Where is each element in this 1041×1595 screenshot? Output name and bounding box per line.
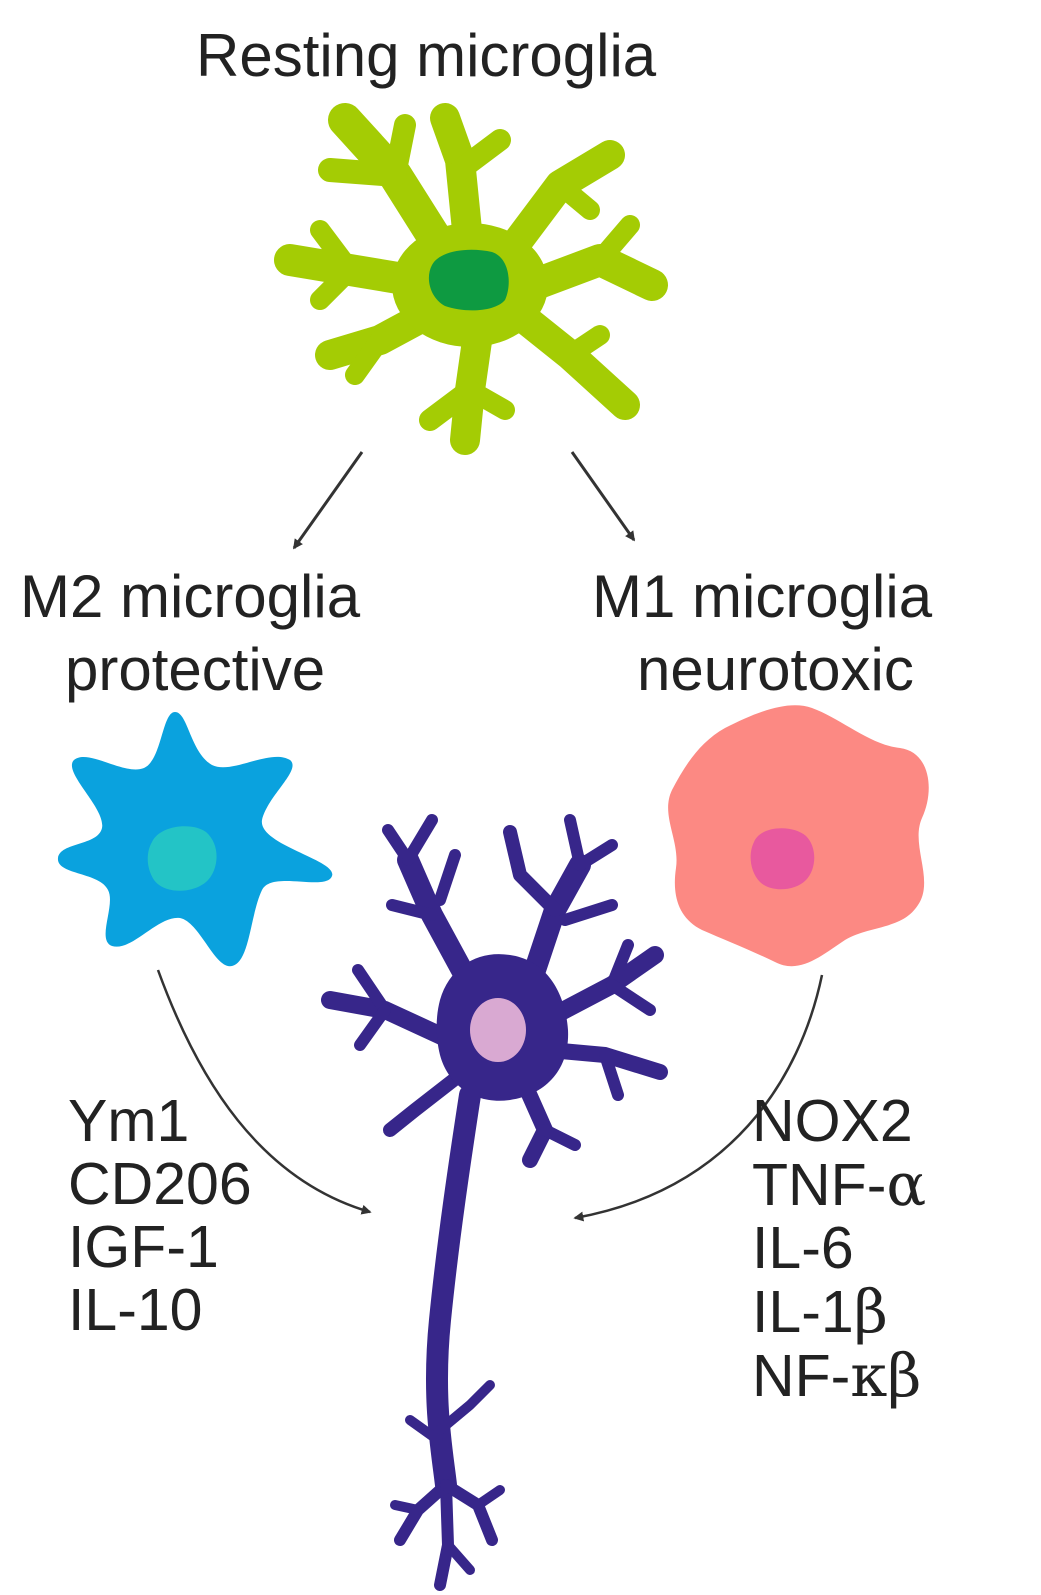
- m2-marker: Ym1: [68, 1088, 190, 1154]
- m1-marker: TNF-α: [752, 1150, 927, 1219]
- arrow-m2-to-neuron: [156, 969, 372, 1215]
- m1-microglia-cell: [668, 705, 929, 967]
- m1-label-line2: neurotoxic: [637, 636, 914, 703]
- resting-microglia-label: Resting microglia: [196, 22, 657, 89]
- m2-marker: CD206: [68, 1151, 252, 1217]
- m2-label-line1: M2 microglia: [20, 563, 361, 630]
- m2-microglia-cell: [57, 712, 333, 967]
- m2-marker-list: Ym1 CD206 IGF-1 IL-10: [68, 1090, 252, 1342]
- m2-marker: IGF-1: [68, 1214, 219, 1280]
- m2-marker: IL-10: [68, 1277, 203, 1343]
- arrow-m1-to-neuron: [573, 974, 824, 1222]
- neuron-nucleus: [470, 998, 526, 1062]
- m2-label-line2: protective: [65, 636, 326, 703]
- m1-marker: IL-1β: [752, 1277, 888, 1346]
- m1-nucleus: [750, 828, 815, 890]
- m1-label-line1: M1 microglia: [592, 563, 933, 630]
- resting-microglia-cell: [274, 103, 668, 455]
- resting-nucleus: [428, 249, 509, 311]
- neuron-cell: [321, 814, 668, 1591]
- m1-marker-list: NOX2 TNF-α IL-6 IL-1β NF-κβ: [752, 1090, 926, 1408]
- m2-nucleus: [147, 826, 217, 891]
- m1-marker: IL-6: [752, 1215, 854, 1281]
- arrow-resting-to-m2: [292, 451, 364, 550]
- arrow-resting-to-m1: [570, 451, 636, 542]
- m1-marker: NOX2: [752, 1088, 913, 1154]
- m1-marker: NF-κβ: [752, 1341, 922, 1410]
